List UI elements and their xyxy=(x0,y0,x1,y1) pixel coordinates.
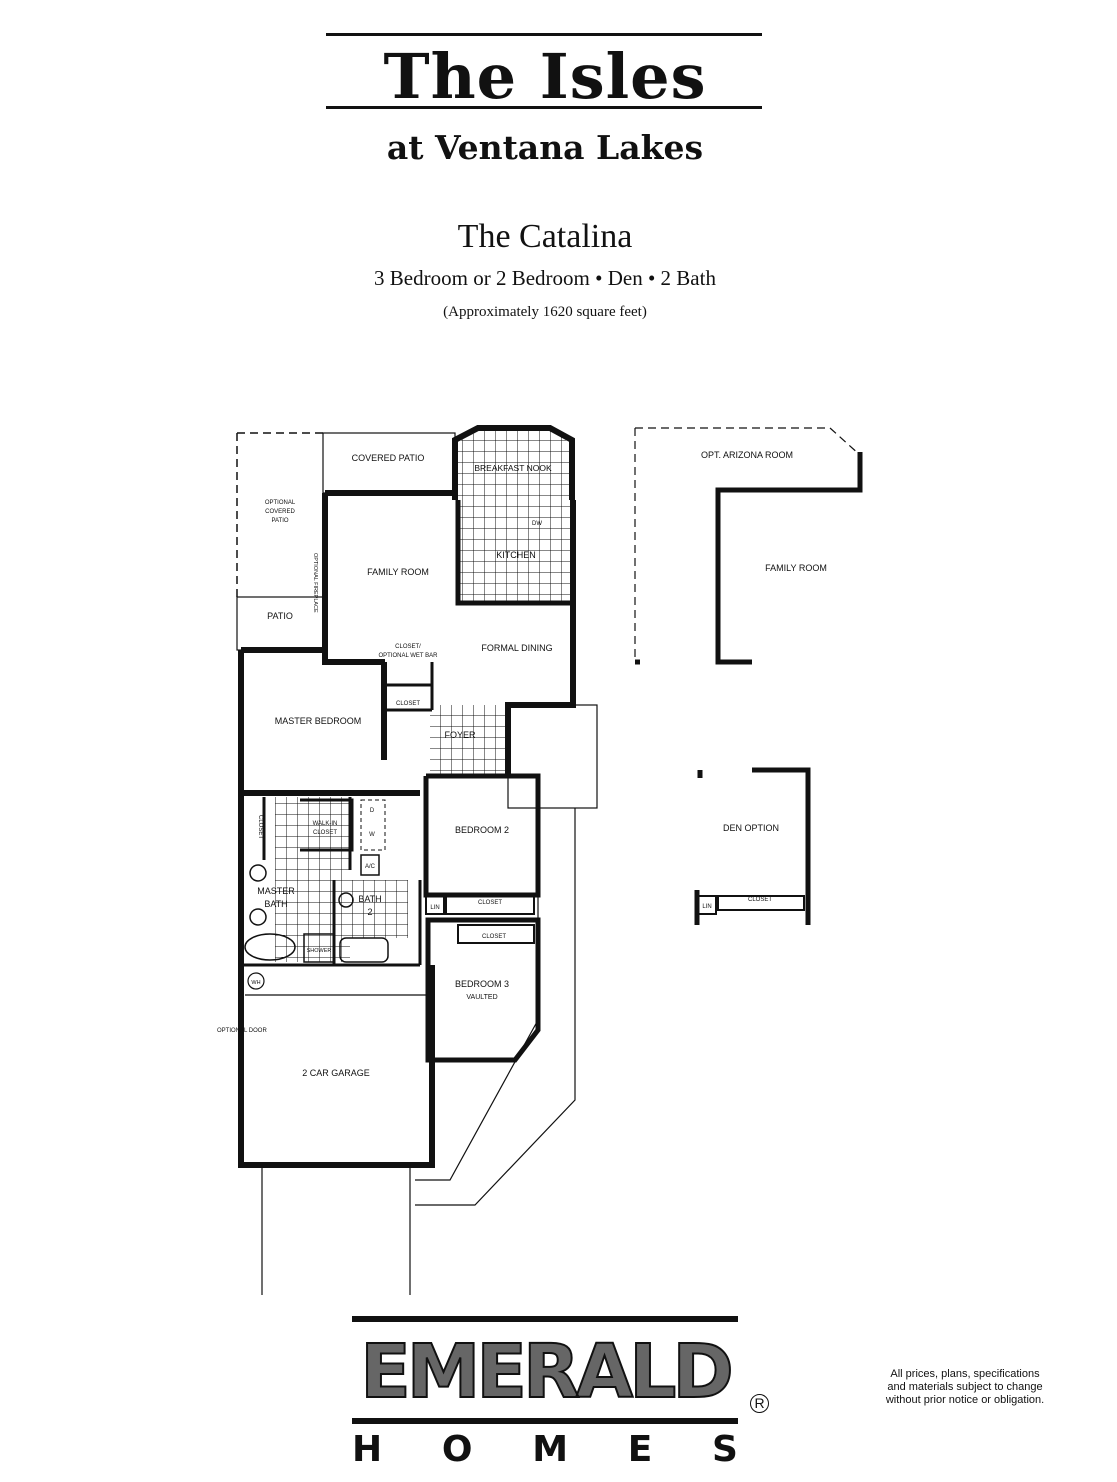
label-bedroom-2: BEDROOM 2 xyxy=(455,825,509,835)
label-optional-door: OPTIONAL DOOR xyxy=(217,1028,267,1034)
header-rule-bottom xyxy=(326,106,762,109)
label-den-option: DEN OPTION xyxy=(723,823,779,833)
label-bath-2-1: BATH xyxy=(358,894,381,904)
label-closet-hall: CLOSET xyxy=(396,701,420,707)
label-lin: LIN xyxy=(430,905,439,911)
label-formal-dining: FORMAL DINING xyxy=(481,643,552,653)
disclaimer-line: All prices, plans, specifications xyxy=(890,1368,1040,1380)
disclaimer: All prices, plans, specifications and ma… xyxy=(860,1368,1070,1407)
label-optional-covered-patio-2: COVERED xyxy=(265,509,295,515)
label-optional-covered-patio-1: OPTIONAL xyxy=(265,500,296,506)
homes-letter: E xyxy=(627,1429,653,1470)
label-closet-wet-bar-2: OPTIONAL WET BAR xyxy=(378,653,438,659)
location-subtitle: at Ventana Lakes xyxy=(386,128,704,167)
homes-letter: H xyxy=(352,1429,383,1470)
homes-letter: S xyxy=(712,1429,738,1470)
label-covered-patio: COVERED PATIO xyxy=(352,453,425,463)
homes-letter: O xyxy=(441,1429,473,1470)
label-opt-arizona-room: OPT. ARIZONA ROOM xyxy=(701,450,793,460)
label-den-lin: LIN xyxy=(702,904,711,910)
label-bedroom-3: BEDROOM 3 xyxy=(455,979,509,989)
label-kitchen: KITCHEN xyxy=(496,550,536,560)
label-master-closet: CLOSET xyxy=(257,815,263,839)
registered-mark: R xyxy=(750,1394,769,1413)
label-bedroom-3-closet: CLOSET xyxy=(482,934,506,940)
disclaimer-line: without prior notice or obligation. xyxy=(885,1394,1045,1406)
homes-logo: H O M E S xyxy=(352,1430,738,1470)
emerald-logo: EMERALD xyxy=(359,1329,735,1415)
label-closet-wet-bar-1: CLOSET/ xyxy=(395,644,421,650)
model-configuration: 3 Bedroom or 2 Bedroom • Den • 2 Bath xyxy=(374,266,716,290)
optional-patio-outline xyxy=(236,432,323,597)
label-dw: DW xyxy=(532,521,542,527)
logo-rule-top xyxy=(352,1316,738,1322)
label-den-closet: CLOSET xyxy=(748,897,772,903)
label-water-heater: WH xyxy=(251,980,260,986)
header-rule-top xyxy=(326,33,762,36)
label-bath-2-2: 2 xyxy=(367,907,372,917)
label-patio: PATIO xyxy=(267,611,293,621)
label-option-family-room: FAMILY ROOM xyxy=(765,563,827,573)
label-master-bedroom: MASTER BEDROOM xyxy=(275,716,362,726)
label-vaulted: VAULTED xyxy=(466,994,497,1001)
model-name: The Catalina xyxy=(457,218,633,255)
label-washer: W xyxy=(369,832,375,838)
label-master-bath-2: BATH xyxy=(264,899,287,909)
model-size: (Approximately 1620 square feet) xyxy=(443,304,647,320)
label-dryer: D xyxy=(370,808,375,814)
label-walk-in-closet-2: CLOSET xyxy=(313,830,337,836)
homes-letter: M xyxy=(532,1429,569,1470)
disclaimer-line: and materials subject to change xyxy=(887,1381,1043,1393)
label-family-room: FAMILY ROOM xyxy=(367,567,429,577)
label-optional-fireplace: OPTIONAL FIREPLACE xyxy=(312,553,318,613)
community-title: The Isles xyxy=(383,40,707,113)
label-optional-covered-patio-3: PATIO xyxy=(271,518,288,524)
logo-rule-bottom xyxy=(352,1418,738,1424)
label-ac: A/C xyxy=(365,864,376,870)
label-foyer: FOYER xyxy=(444,730,476,740)
label-master-bath-1: MASTER xyxy=(257,886,295,896)
label-walk-in-closet-1: WALK-IN xyxy=(313,821,338,827)
label-bedroom-2-closet: CLOSET xyxy=(478,900,502,906)
label-shower: SHOWER xyxy=(307,948,332,954)
label-garage: 2 CAR GARAGE xyxy=(302,1068,370,1078)
label-breakfast-nook: BREAKFAST NOOK xyxy=(474,463,552,473)
